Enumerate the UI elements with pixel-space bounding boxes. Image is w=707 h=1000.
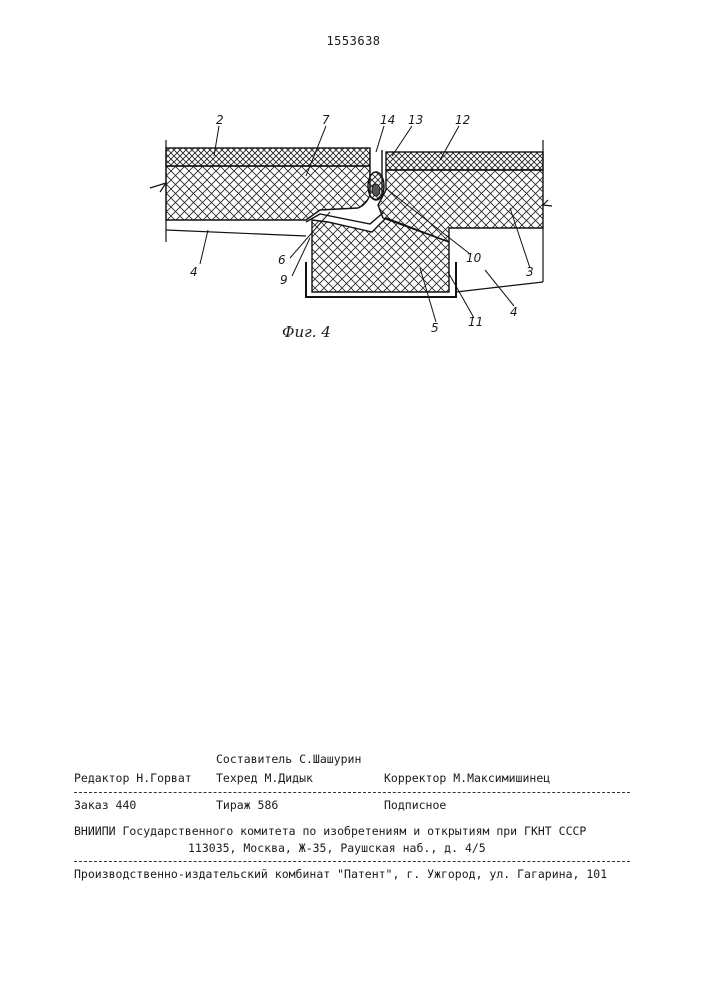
address: 113035, Москва, Ж-35, Раушская наб., д. …: [188, 841, 486, 855]
label-13: 13: [408, 113, 423, 127]
label-7: 7: [322, 113, 330, 127]
label-4-left: 4: [190, 265, 198, 279]
label-5: 5: [431, 321, 439, 335]
label-6: 6: [278, 253, 286, 267]
label-14: 14: [380, 113, 395, 127]
slab-left: [166, 166, 370, 220]
label-4-right: 4: [510, 305, 518, 319]
order: Заказ 440: [74, 798, 136, 812]
corrector: Корректор М.Максимишинец: [384, 771, 550, 785]
label-11: 11: [468, 315, 483, 329]
compiler: Составитель С.Шашурин: [216, 752, 361, 766]
label-3: 3: [526, 265, 534, 279]
editor: Редактор Н.Горват: [74, 771, 192, 785]
techred: Техред М.Дидык: [216, 771, 313, 785]
technical-drawing: 2 7 14 13 12 4 6 9 10 3 4 5 11 Фиг. 4: [0, 0, 707, 360]
subscription: Подписное: [384, 798, 446, 812]
institute: ВНИИПИ Государственного комитета по изоб…: [74, 824, 586, 838]
label-2: 2: [216, 113, 224, 127]
label-12: 12: [455, 113, 470, 127]
label-10: 10: [466, 251, 482, 265]
print-run: Тираж 586: [216, 798, 278, 812]
label-9: 9: [280, 273, 288, 287]
separator: [74, 792, 630, 793]
separator: [74, 861, 630, 862]
figure-caption: Фиг. 4: [282, 323, 331, 341]
publisher: Производственно-издательский комбинат "П…: [74, 867, 607, 881]
